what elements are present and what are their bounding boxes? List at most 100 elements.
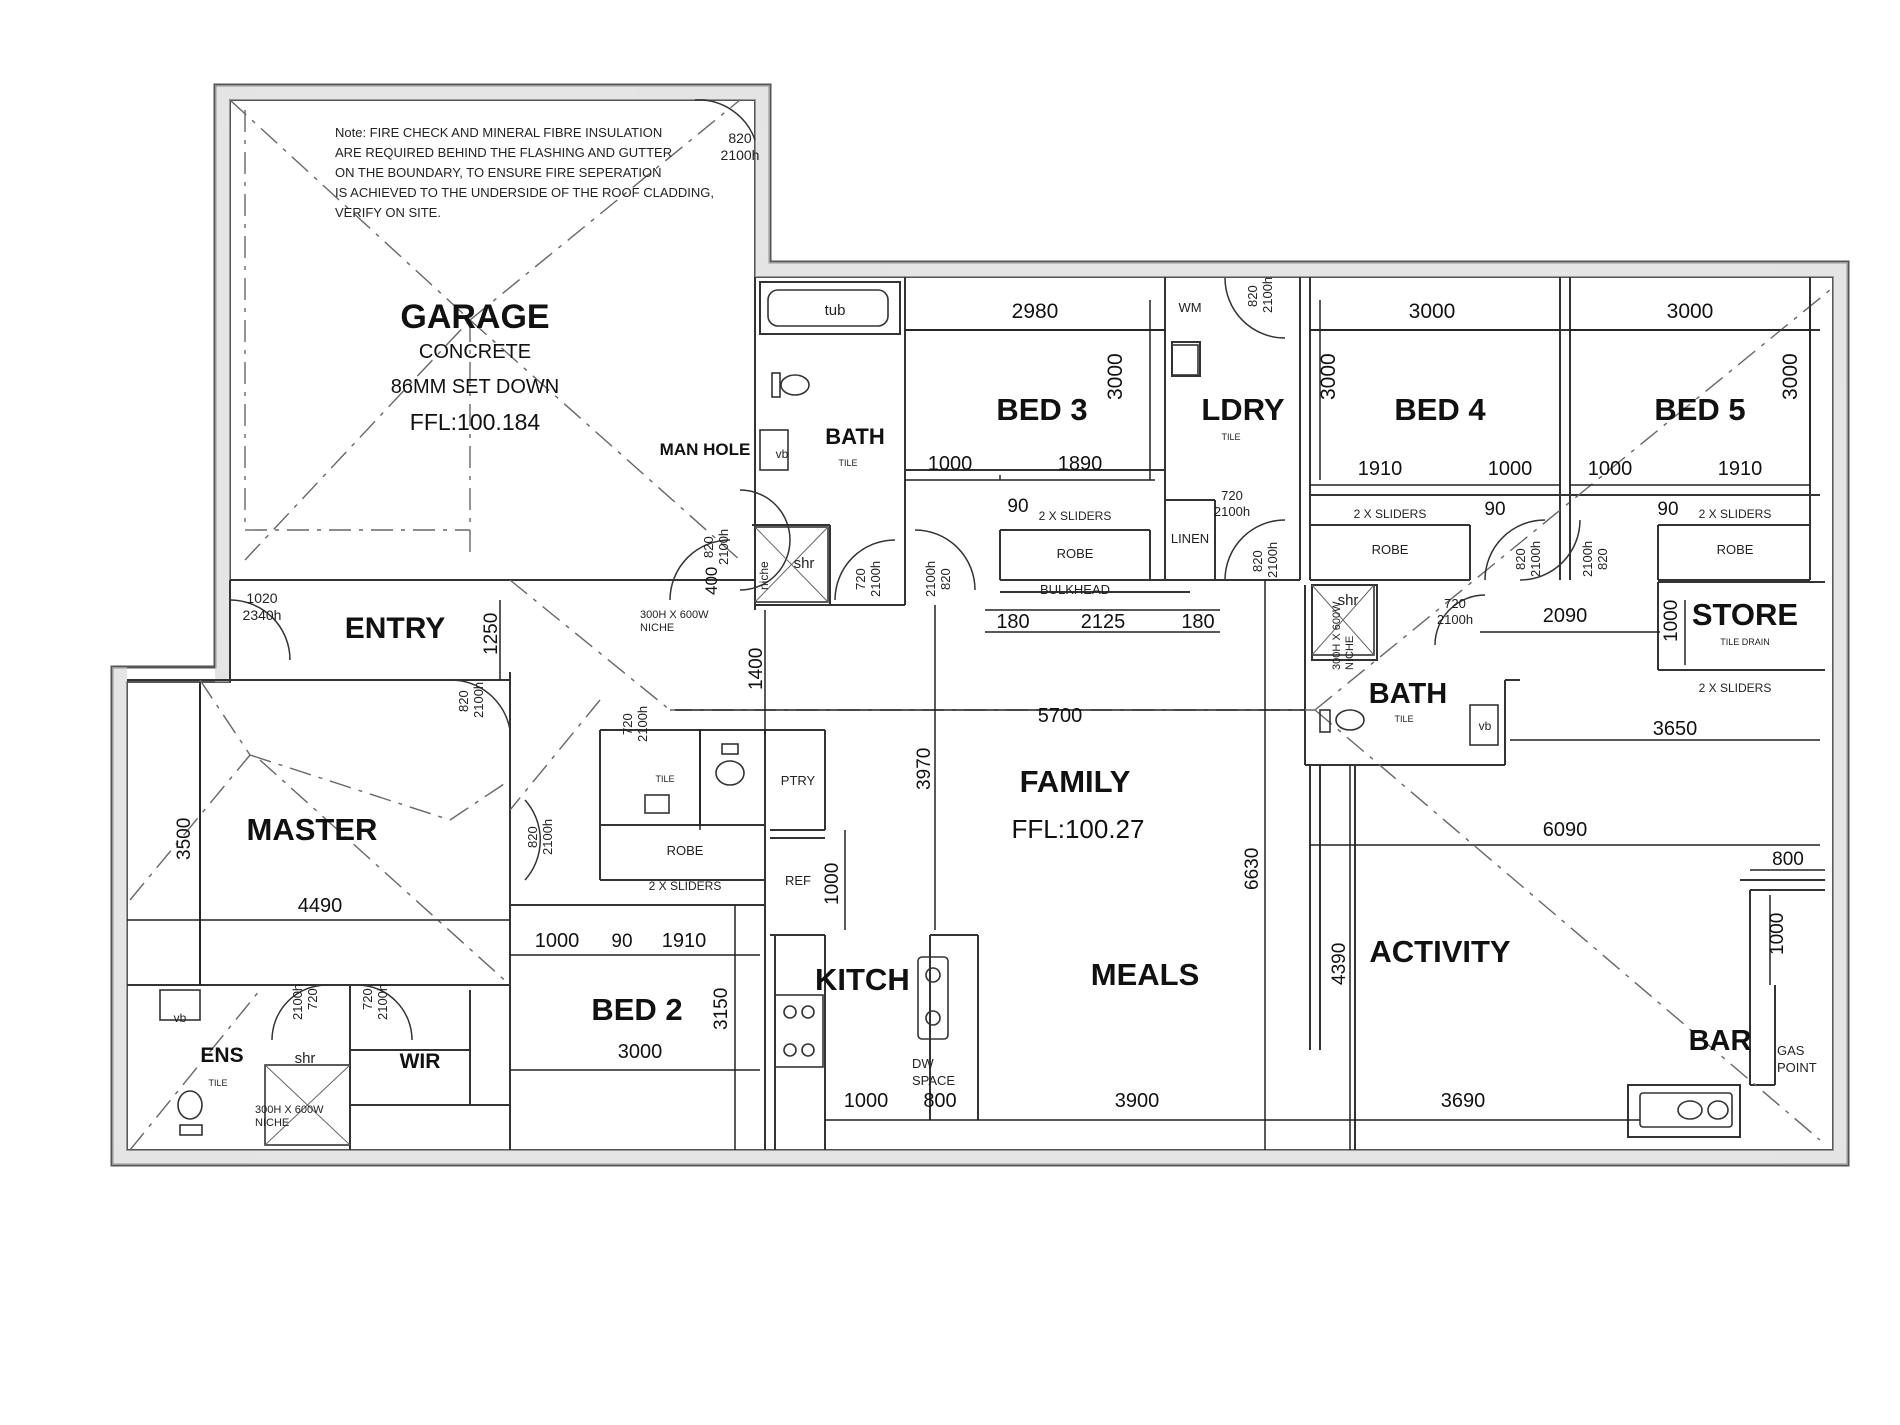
note-line-1: Note: FIRE CHECK AND MINERAL FIBRE INSUL…: [335, 125, 662, 140]
bathtub: [767, 289, 889, 327]
tile-drain-store: TILE DRAIN: [1720, 637, 1770, 647]
label-bar: BAR: [1689, 1025, 1752, 1057]
dim-bed4-1910: 1910: [1358, 458, 1403, 480]
label-bed3: BED 3: [996, 392, 1087, 427]
note-line-2: ARE REQUIRED BEHIND THE FLASHING AND GUT…: [335, 145, 672, 160]
label-garage-concrete: CONCRETE: [419, 341, 531, 363]
door-master-w: 820: [456, 690, 471, 712]
door-bath2-h: 2100h: [1437, 612, 1473, 627]
ptry-label: PTRY: [781, 773, 816, 788]
tile-ldry: TILE: [1221, 432, 1240, 442]
door-shr-w: 720: [853, 568, 868, 590]
shower-bath2: [1311, 584, 1375, 656]
label-bed4: BED 4: [1394, 392, 1486, 427]
linen-label: LINEN: [1171, 531, 1209, 546]
door-front-w: 1020: [246, 590, 277, 606]
note-line-4: IS ACHIEVED TO THE UNDERSIDE OF THE ROOF…: [335, 185, 714, 200]
tub-label: tub: [825, 302, 846, 319]
dim-bed5-depth: 3000: [1779, 353, 1802, 400]
label-master: MASTER: [247, 812, 378, 847]
niche-bath2-2: NICHE: [1344, 636, 1356, 670]
door-bath2-w: 720: [1444, 596, 1466, 611]
dim-bed5-1000: 1000: [1588, 458, 1633, 480]
dim-bed2-1000: 1000: [535, 930, 580, 952]
niche-word: niche: [757, 561, 771, 590]
shr-bath2: shr: [1338, 592, 1359, 609]
niche-ens-2: NICHE: [255, 1117, 289, 1129]
door-bed5-w: 820: [1595, 548, 1610, 570]
room-labels: GARAGE CONCRETE 86MM SET DOWN FFL:100.18…: [200, 298, 1798, 1073]
toilet-bath1: [780, 374, 810, 396]
door-ldry-w: 820: [1245, 285, 1260, 307]
robe-bed3: ROBE: [1057, 546, 1094, 561]
vb-ens: vb: [174, 1011, 187, 1025]
door-bed4-h: 2100h: [1528, 541, 1543, 577]
niche-ens-1: 300H X 600W: [255, 1104, 324, 1116]
dim-meals-3900: 3900: [1115, 1090, 1160, 1112]
dim-bed4-90: 90: [1484, 499, 1505, 520]
vanity-bath1: [759, 429, 789, 471]
door-shr-h: 2100h: [868, 561, 883, 597]
dim-bed5-90: 90: [1657, 499, 1678, 520]
ref-label: REF: [785, 873, 811, 888]
sliders-bed2: 2 X SLIDERS: [649, 879, 722, 893]
robe-bed2: ROBE: [667, 843, 704, 858]
robe-bed5: ROBE: [1717, 542, 1754, 557]
gas-label-1: GAS: [1777, 1043, 1805, 1058]
dim-bed5-width: 3000: [1667, 300, 1714, 323]
dim-hall-1400: 1400: [746, 648, 767, 690]
label-bath2: BATH: [1369, 678, 1447, 710]
dim-bed2-90: 90: [611, 931, 632, 952]
door-master-h: 2100h: [471, 682, 486, 718]
sliders-bed4: 2 X SLIDERS: [1354, 507, 1427, 521]
label-garage: GARAGE: [400, 298, 549, 336]
fixtures: [159, 289, 1733, 1146]
dim-entry-1250: 1250: [481, 613, 502, 655]
label-store: STORE: [1692, 597, 1798, 632]
dim-family-5700: 5700: [1038, 705, 1083, 727]
label-family: FAMILY: [1020, 764, 1131, 799]
label-kitchen: KITCH: [815, 962, 910, 997]
robe-bed4: ROBE: [1372, 542, 1409, 557]
wall-shading: [112, 85, 1848, 1165]
dim-bed4-depth: 3000: [1317, 353, 1340, 400]
vb-bath1: vb: [776, 447, 789, 461]
door-bath1-w: 820: [701, 536, 716, 558]
dim-kitchen-1000b: 1000: [844, 1090, 889, 1112]
label-ldry: LDRY: [1201, 392, 1285, 427]
label-entry: ENTRY: [345, 612, 446, 645]
door-bed2-w: 820: [525, 826, 540, 848]
door-wir-w: 720: [360, 988, 375, 1010]
dim-store-1000: 1000: [1661, 600, 1682, 642]
door-linen-w: 720: [1221, 488, 1243, 503]
tile-bath2: TILE: [1394, 714, 1413, 724]
door-linen-h: 2100h: [1214, 504, 1250, 519]
sliders-bed3: 2 X SLIDERS: [1039, 509, 1112, 523]
tile-bath1: TILE: [838, 458, 857, 468]
vb-bath2: vb: [1479, 719, 1492, 733]
dw-label-2: SPACE: [912, 1073, 955, 1088]
door-bed3-w: 820: [938, 568, 953, 590]
dim-bed3-90: 90: [1007, 496, 1028, 517]
sliders-bed5: 2 X SLIDERS: [1699, 507, 1772, 521]
toilet-ens: [177, 1090, 203, 1120]
note-line-3: ON THE BOUNDARY, TO ENSURE FIRE SEPERATI…: [335, 165, 662, 180]
garage-note: Note: FIRE CHECK AND MINERAL FIBRE INSUL…: [335, 125, 714, 220]
dim-hall-2090: 2090: [1543, 605, 1588, 627]
label-wir: WIR: [400, 1050, 441, 1073]
shr-bath1: shr: [794, 555, 815, 572]
door-ens-h: 2100h: [290, 984, 305, 1020]
dim-hall-180b: 180: [1181, 611, 1214, 633]
laundry-trough: [1171, 344, 1199, 376]
dim-family-3970: 3970: [914, 748, 935, 790]
label-bed2: BED 2: [591, 992, 682, 1027]
dim-hall-3650: 3650: [1653, 718, 1698, 740]
dimension-lines: [127, 300, 1825, 1150]
tile-ens: TILE: [208, 1078, 227, 1088]
dim-bed3-width: 2980: [1012, 300, 1059, 323]
dim-activity-6090: 6090: [1543, 819, 1588, 841]
door-hall-w: 820: [1250, 550, 1265, 572]
door-bath1-h: 2100h: [716, 529, 731, 565]
door-bed5-h: 2100h: [1580, 541, 1595, 577]
